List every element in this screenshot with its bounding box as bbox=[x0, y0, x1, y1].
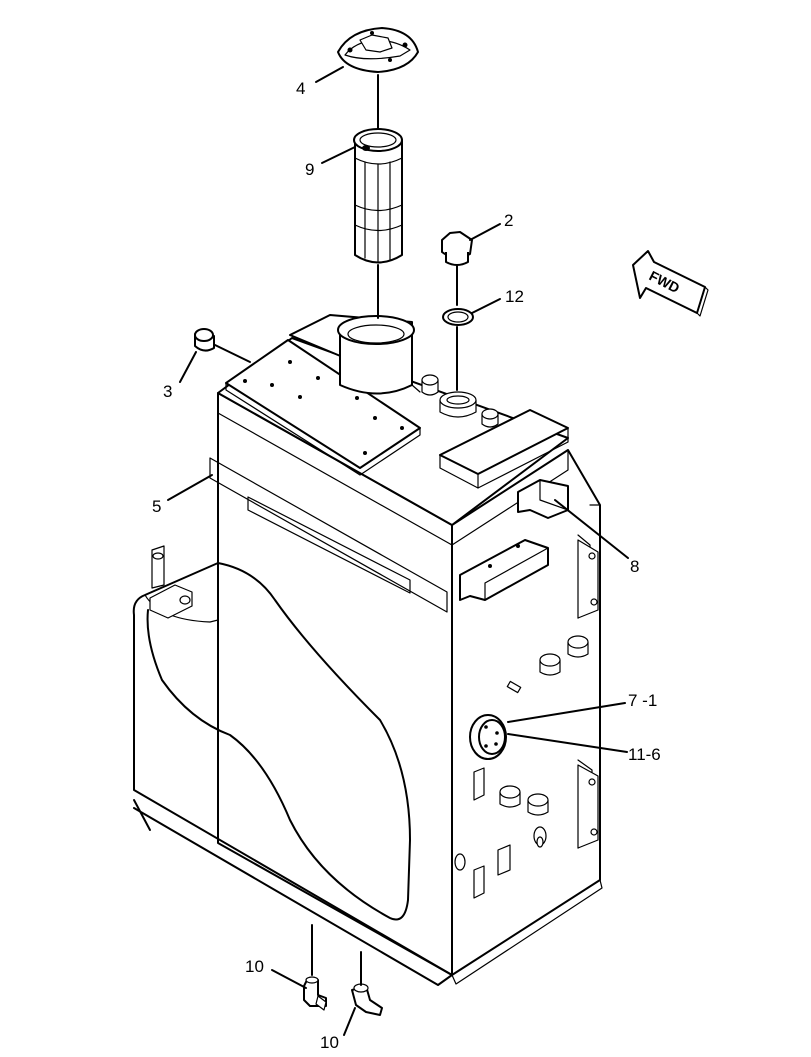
right-side-fittings bbox=[454, 479, 599, 899]
callout-label: 5 bbox=[152, 497, 161, 516]
callout-label: 12 bbox=[505, 287, 524, 306]
top-plate-right bbox=[439, 409, 569, 489]
sight-gauge bbox=[469, 714, 507, 760]
part-3-bushing bbox=[194, 328, 215, 352]
callout-label: 10 bbox=[320, 1033, 339, 1052]
callout-label: 2 bbox=[504, 211, 513, 230]
part-2-plug bbox=[441, 231, 473, 266]
filler-neck bbox=[289, 314, 421, 395]
top-bosses bbox=[421, 374, 499, 428]
fwd-direction-arrow: FWD bbox=[632, 250, 709, 317]
leader-lines bbox=[167, 66, 629, 1036]
side-panel bbox=[132, 545, 453, 986]
top-plate-left bbox=[225, 339, 421, 476]
part-10-elbow-fittings bbox=[303, 976, 383, 1016]
callout-label: 11-6 bbox=[628, 745, 661, 764]
callout-label: 4 bbox=[296, 79, 305, 98]
callout-label: 10 bbox=[245, 957, 264, 976]
callout-labels: 4 9 2 12 3 5 8 7 -1 11-6 10 10 bbox=[152, 79, 661, 1052]
callout-label: 7 -1 bbox=[628, 691, 657, 710]
callout-label: 3 bbox=[163, 382, 172, 401]
part-12-o-ring bbox=[442, 308, 474, 326]
part-4-cap bbox=[337, 27, 419, 73]
callout-label: 8 bbox=[630, 557, 639, 576]
callout-label: 9 bbox=[305, 160, 314, 179]
part-9-strainer bbox=[353, 128, 403, 264]
